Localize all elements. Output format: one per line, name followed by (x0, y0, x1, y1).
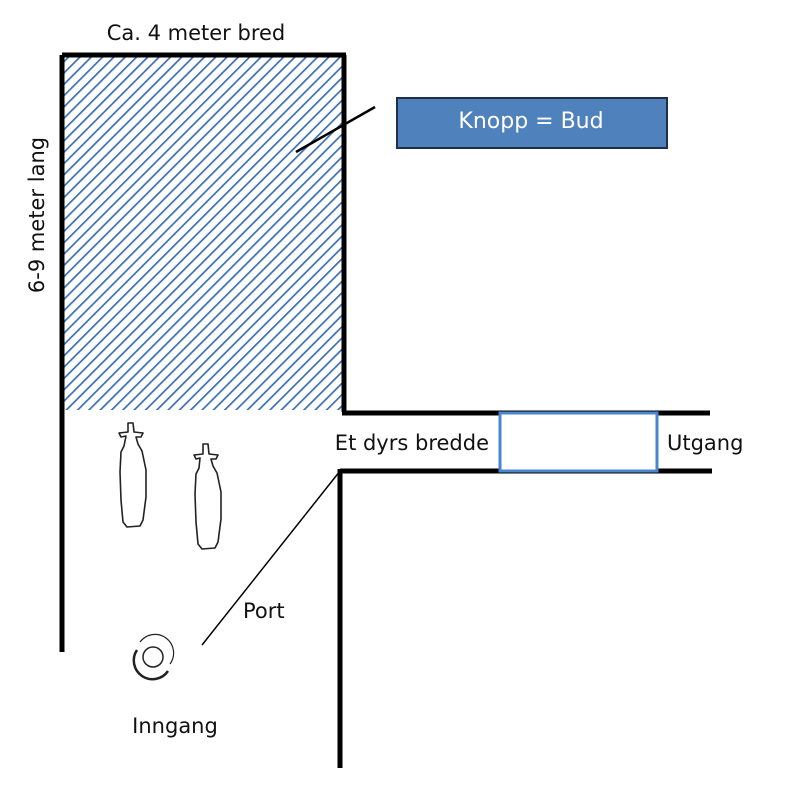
legend-button-box (396, 97, 668, 149)
cow-figure-icon (193, 443, 222, 550)
bidding-area (64, 55, 344, 410)
legend-pointer-line (295, 105, 376, 154)
legend-button-label: Knopp = Bud (458, 109, 603, 134)
exit-label: Utgang (667, 431, 743, 455)
legend-button[interactable]: Knopp = Bud (396, 97, 668, 149)
gate-label: Port (243, 599, 285, 623)
cow-figure-icon (118, 422, 147, 528)
entrance-label: Inngang (132, 714, 218, 738)
length-label: 6-9 meter lang (25, 137, 49, 293)
exit-gap-box (498, 411, 659, 473)
width-label: Ca. 4 meter bred (107, 21, 286, 45)
animal-width-label: Et dyrs bredde (335, 431, 489, 455)
gate-line (201, 470, 341, 646)
entrance-circle-icon (132, 633, 175, 681)
